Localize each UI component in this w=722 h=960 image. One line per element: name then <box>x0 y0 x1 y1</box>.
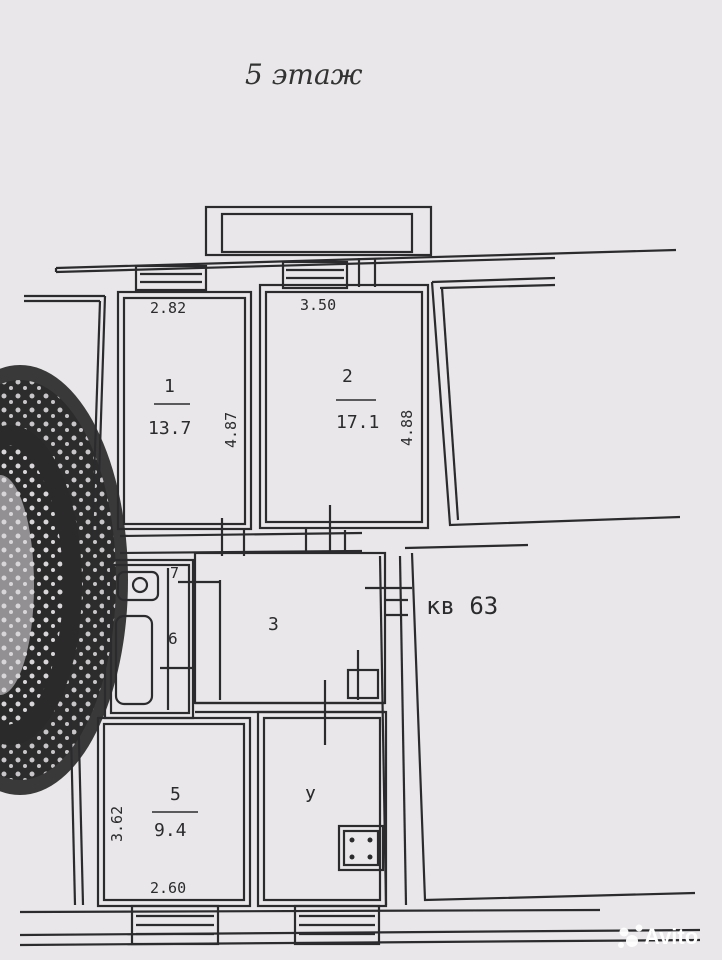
room-5-width: 2.60 <box>150 879 186 897</box>
room-1-label: 1 13.7 2.82 4.87 <box>148 299 240 448</box>
room-5-area: 9.4 <box>154 820 187 841</box>
room-2-label: 2 17.1 3.50 4.88 <box>300 296 416 446</box>
avito-logo-icon <box>618 924 643 948</box>
room-5-length: 3.62 <box>108 806 126 842</box>
watermark-text: Avito <box>644 924 698 949</box>
room-1-length: 4.87 <box>222 412 240 448</box>
room-5-label: 5 9.4 2.60 3.62 <box>108 784 198 897</box>
apartment-label: кв 63 <box>426 592 498 620</box>
seal-stamp <box>0 365 128 795</box>
kitchen-label: У <box>305 786 316 807</box>
avito-watermark: Avito <box>618 924 698 949</box>
room-2-area: 17.1 <box>336 412 379 433</box>
room-2-length: 4.88 <box>398 410 416 446</box>
room-1-number: 1 <box>164 376 175 397</box>
room-2-width: 3.50 <box>300 296 336 314</box>
room-2-number: 2 <box>342 366 353 387</box>
floor-title: 5 этаж <box>245 58 363 91</box>
room-7-number: 7 <box>170 564 179 582</box>
room-3-number: 3 <box>268 614 279 635</box>
room-1-width: 2.82 <box>150 299 186 317</box>
stove-burners <box>349 837 373 860</box>
walls <box>19 205 701 947</box>
room-1-area: 13.7 <box>148 418 191 439</box>
room-5-number: 5 <box>170 784 181 805</box>
room-6-number: 6 <box>168 629 178 648</box>
